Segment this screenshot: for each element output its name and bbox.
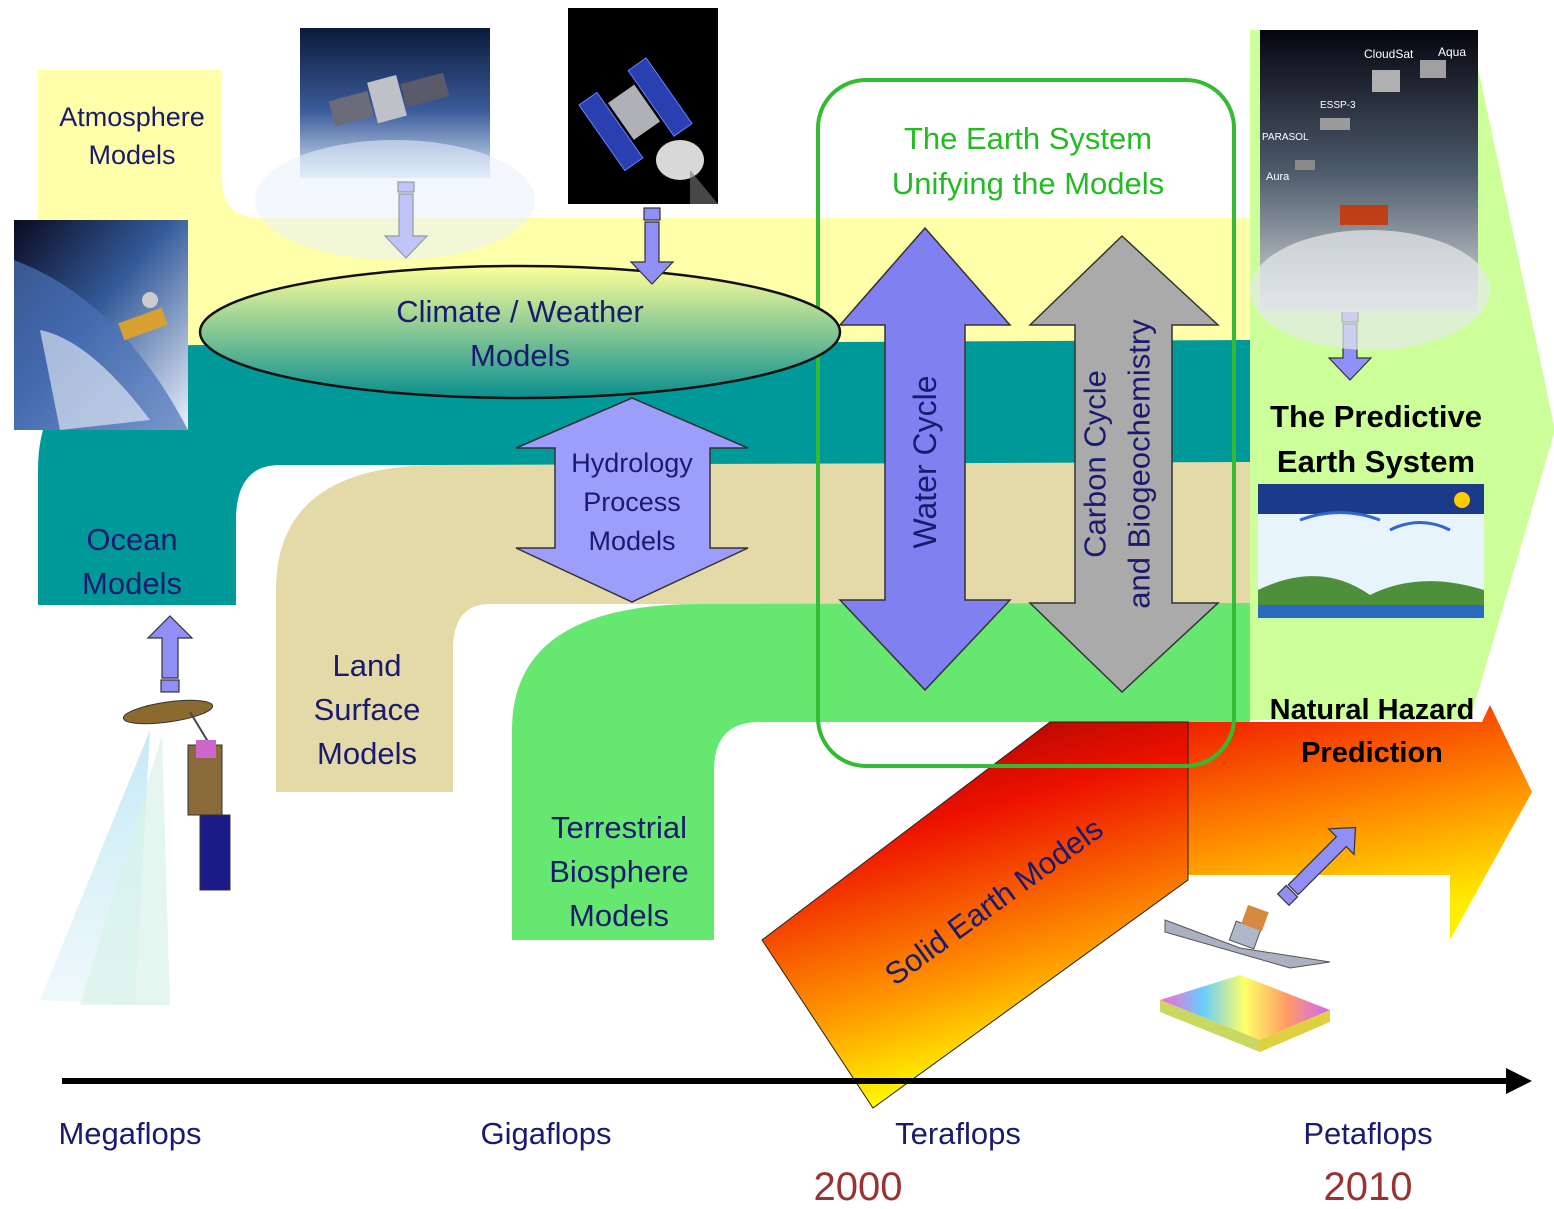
text-line: Terrestrial <box>551 810 687 845</box>
tick-label-megaflops: Megaflops <box>58 1116 201 1151</box>
tick-label-gigaflops: Gigaflops <box>481 1116 612 1151</box>
cloudsat-aqua-photo: CloudSat Aqua ESSP-3 PARASOL Aura <box>1250 30 1490 350</box>
text-line: Atmosphere <box>59 102 205 132</box>
spacecraft-with-beam <box>40 699 231 1005</box>
text-line: Surface <box>314 692 421 727</box>
parasol-label: PARASOL <box>1262 132 1309 143</box>
text-line: and Biogeochemistry <box>1121 319 1156 609</box>
text-line: Models <box>88 140 175 170</box>
carbon-cycle-label: Carbon Cycle and Biogeochemistry <box>1077 319 1156 609</box>
text-line: Models <box>317 736 417 771</box>
text-line: Carbon Cycle <box>1077 370 1112 558</box>
text-line: Models <box>569 898 669 933</box>
text-line: Natural Hazard <box>1270 694 1475 726</box>
satellite-photo-1 <box>255 28 535 260</box>
essp3-label: ESSP-3 <box>1320 100 1356 111</box>
text-line: Unifying the Models <box>892 166 1164 201</box>
year-label-2000: 2000 <box>814 1165 903 1209</box>
arrow-hazard-diagonal <box>1276 826 1357 907</box>
text-line: Hydrology <box>571 448 693 478</box>
year-label-2010: 2010 <box>1324 1165 1413 1209</box>
text-line: The Predictive <box>1270 399 1482 434</box>
text-line: Process <box>583 487 681 517</box>
earth-satellite-photo <box>14 220 188 430</box>
text-line: Land <box>333 648 402 683</box>
hydrology-arrow <box>515 397 749 603</box>
timeline-axis <box>62 1068 1532 1094</box>
tick-label-petaflops: Petaflops <box>1303 1116 1432 1151</box>
timeline-labels: Megaflops Gigaflops Teraflops Petaflops … <box>58 1116 1432 1209</box>
arrow-satellite3-down <box>629 207 675 285</box>
text-line: Biosphere <box>549 854 689 889</box>
land-band <box>276 462 1250 792</box>
text-line: Models <box>588 526 675 556</box>
carbon-cycle-arrow <box>1028 234 1220 694</box>
predictive-earth-graphic <box>1258 484 1484 618</box>
terrestrial-band <box>512 603 1250 940</box>
aqua-label: Aqua <box>1438 45 1466 59</box>
natural-hazard-arrow <box>1185 705 1532 940</box>
text-line: Ocean <box>86 522 177 557</box>
text-line: The Earth System <box>904 121 1152 156</box>
text-line: Prediction <box>1301 737 1443 769</box>
earth-system-box <box>816 78 1236 768</box>
water-cycle-label: Water Cycle <box>907 375 943 548</box>
text-line: Models <box>82 566 182 601</box>
cloudsat-label: CloudSat <box>1364 47 1414 61</box>
insar-satellite-graphic <box>1160 904 1331 1052</box>
text-line: Climate / Weather <box>396 294 644 329</box>
tick-label-teraflops: Teraflops <box>895 1116 1021 1151</box>
satellite-photo-2 <box>568 8 718 204</box>
arrow-ocean-up <box>146 615 194 693</box>
climate-weather-ellipse <box>198 264 842 400</box>
text-line: Models <box>470 338 570 373</box>
text-line: Earth System <box>1277 444 1475 479</box>
aura-label: Aura <box>1266 171 1290 183</box>
water-cycle-arrow <box>838 226 1012 692</box>
